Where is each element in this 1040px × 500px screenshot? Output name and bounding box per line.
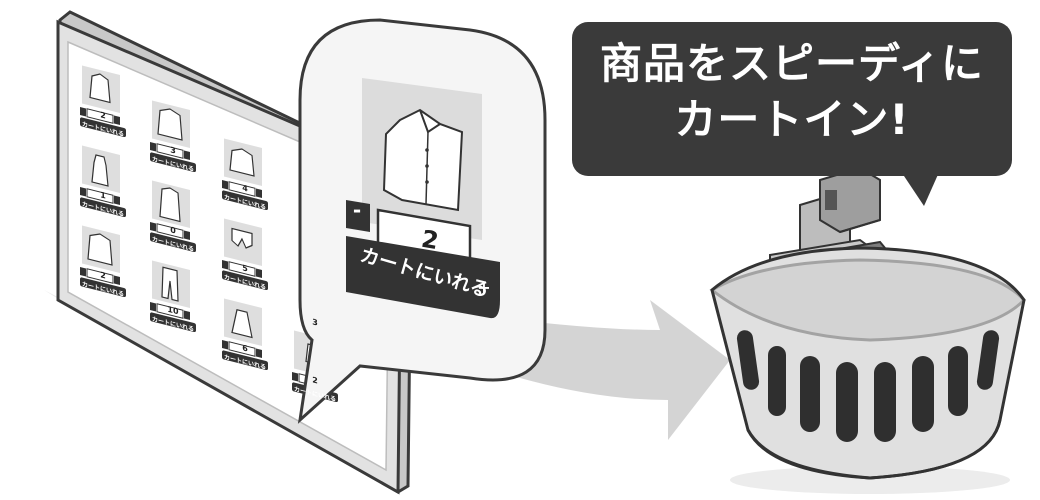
tile	[150, 180, 196, 253]
arrow-icon	[500, 300, 730, 440]
speech-bubble	[572, 22, 1012, 176]
minus-button[interactable]: -	[352, 198, 362, 222]
plus-button[interactable]: +	[477, 278, 491, 297]
shopping-basket-icon	[709, 166, 1027, 494]
speech-tail	[900, 170, 940, 206]
tile	[222, 298, 268, 371]
tile	[80, 225, 126, 298]
tile	[80, 145, 126, 218]
tile	[150, 100, 196, 173]
headline-line2: カートイン!	[674, 95, 910, 144]
tile	[80, 65, 126, 138]
tile	[150, 260, 196, 333]
zoom-panel	[297, 18, 547, 424]
tile	[222, 138, 268, 211]
headline: 商品をスピーディに カートイン!	[572, 36, 1012, 148]
tablet-grid	[80, 65, 338, 403]
headline-line1: 商品をスピーディに	[599, 39, 985, 88]
tile	[222, 218, 268, 291]
